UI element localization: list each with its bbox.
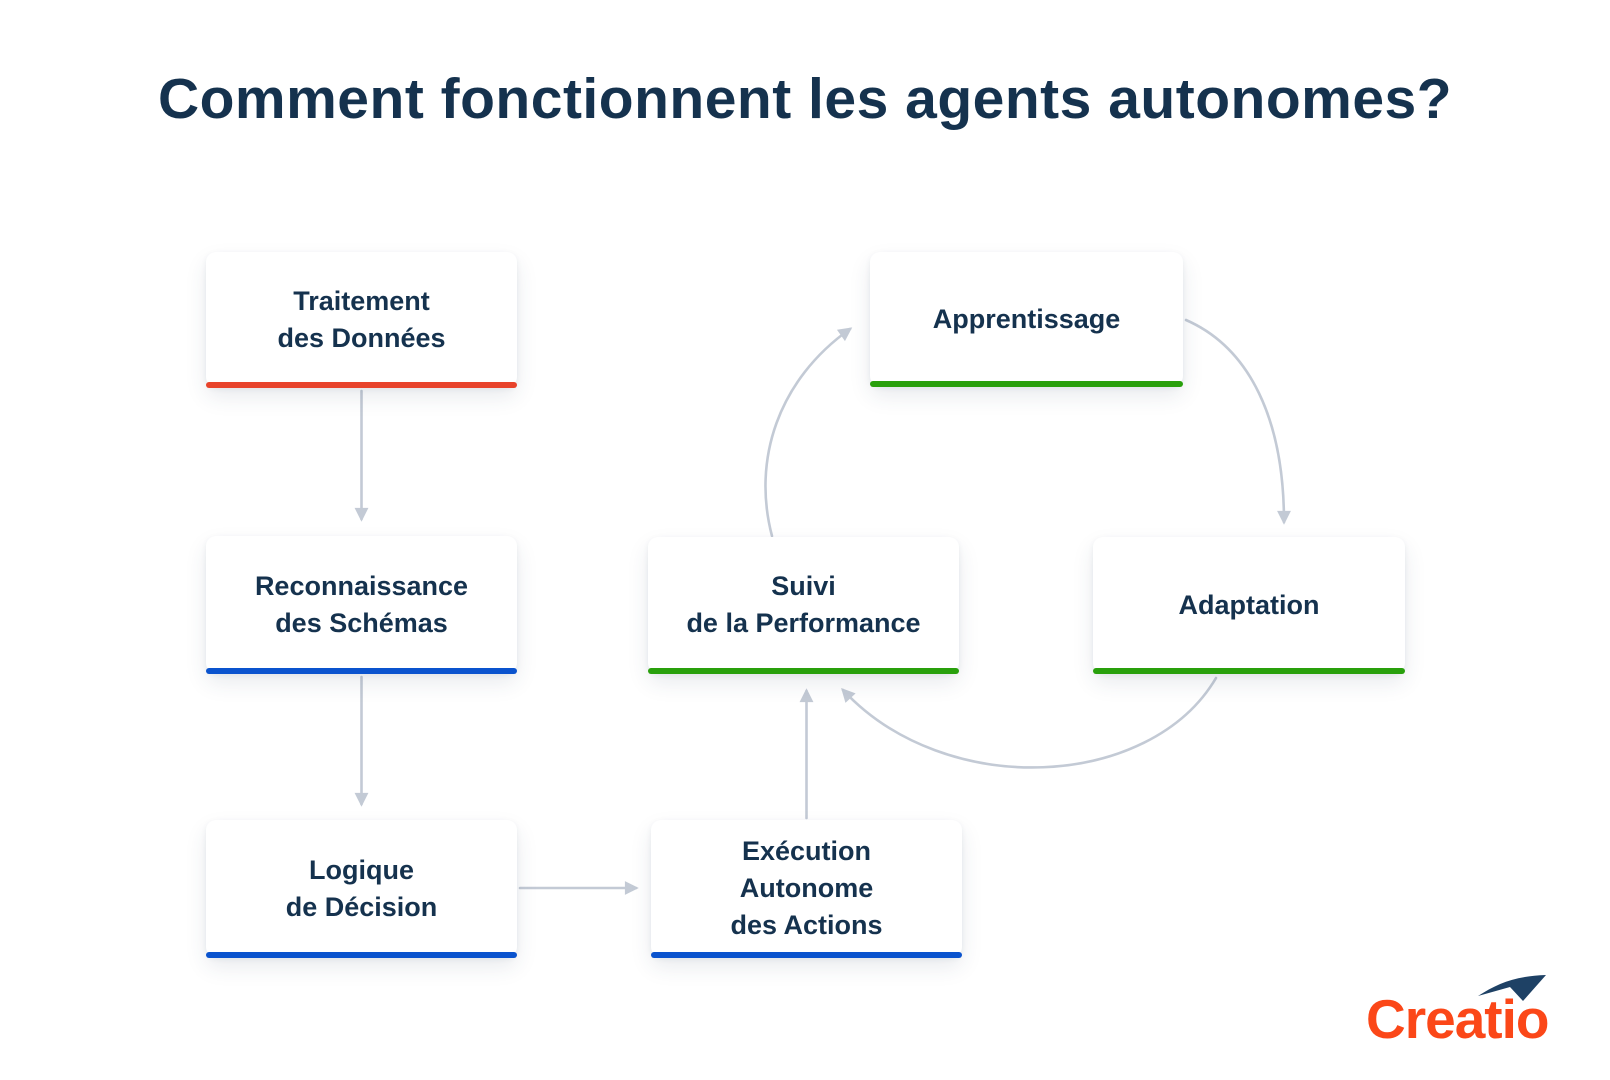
node-label: Apprentissage	[933, 301, 1121, 338]
node-traitement-des-donnees: Traitement des Données	[206, 252, 517, 388]
node-label: Reconnaissance des Schémas	[255, 568, 468, 642]
node-suivi-de-la-performance: Suivi de la Performance	[648, 537, 959, 674]
node-label: Adaptation	[1179, 587, 1320, 624]
accent-bar-blue	[206, 668, 517, 674]
creatio-logo: Creatio	[1358, 975, 1588, 1055]
node-label-line: des Actions	[730, 910, 883, 940]
paper-plane-icon	[1478, 975, 1546, 1001]
creatio-logo-text: Creatio	[1366, 988, 1549, 1050]
accent-bar-green	[648, 668, 959, 674]
node-label-line: de Décision	[285, 891, 438, 922]
node-logique-de-decision: Logique de Décision	[206, 820, 517, 958]
node-label-line: de la Performance	[686, 608, 921, 638]
node-label-line: Apprentissage	[932, 303, 1121, 334]
node-reconnaissance-des-schemas: Reconnaissance des Schémas	[206, 536, 517, 674]
node-adaptation: Adaptation	[1093, 537, 1405, 674]
node-label-line: Reconnaissance	[254, 570, 469, 601]
accent-bar-red	[206, 382, 517, 388]
node-label: Exécution Autonome des Actions	[730, 833, 882, 944]
node-label-line: Adaptation	[1178, 589, 1320, 620]
accent-bar-blue	[651, 952, 962, 958]
node-label-line: Suivi	[771, 571, 836, 601]
node-label-line: Logique	[309, 854, 414, 885]
arrow-adaptation-to-suivi	[841, 676, 1218, 769]
node-label: Suivi de la Performance	[686, 568, 920, 642]
node-label-line: des Données	[277, 322, 446, 353]
node-label: Traitement des Données	[277, 283, 445, 357]
node-execution-autonome-des-actions: Exécution Autonome des Actions	[651, 820, 962, 958]
node-label: Logique de Décision	[286, 852, 438, 926]
page-title: Comment fonctionnent les agents autonome…	[157, 67, 1453, 131]
arrow-suivi-to-apprentissage	[764, 327, 853, 538]
node-label-line: Traitement	[293, 285, 430, 316]
accent-bar-green	[1093, 668, 1405, 674]
node-label-line: Exécution	[741, 836, 871, 866]
node-label-line: Autonome	[739, 873, 874, 903]
node-apprentissage: Apprentissage	[870, 252, 1183, 387]
accent-bar-blue	[206, 952, 517, 958]
accent-bar-green	[870, 381, 1183, 387]
arrow-apprentissage-to-adaptation	[1184, 318, 1291, 525]
node-label-line: des Schémas	[275, 607, 448, 638]
